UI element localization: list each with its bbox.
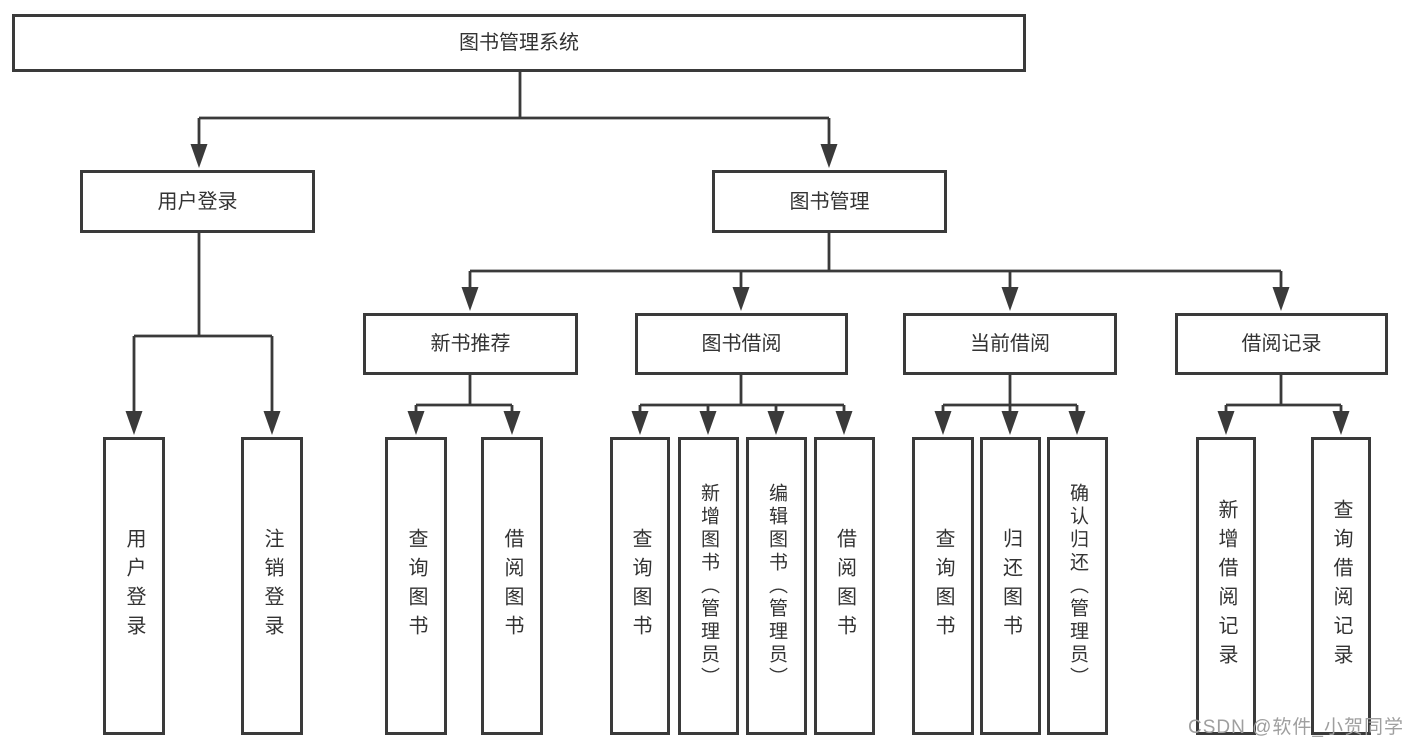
leaf-query-book-2: 查询图书 [610, 437, 670, 735]
connector-book-borrow [638, 375, 846, 413]
arrowhead [263, 411, 281, 435]
node-book-management: 图书管理 [712, 170, 947, 233]
node-borrow-record: 借阅记录 [1175, 313, 1388, 375]
leaf-borrow-book-1: 借阅图书 [481, 437, 543, 735]
leaf-confirm-return-admin: 确认归还（管理员） [1047, 437, 1108, 735]
leaf-add-borrow-record: 新增借阅记录 [1196, 437, 1256, 735]
leaf-query-borrow-record: 查询借阅记录 [1311, 437, 1371, 735]
connector-root [197, 70, 831, 148]
arrowhead [1272, 287, 1290, 311]
leaf-return-book: 归还图书 [980, 437, 1041, 735]
arrowhead [503, 411, 521, 435]
leaf-logout: 注销登录 [241, 437, 303, 735]
node-current-borrow: 当前借阅 [903, 313, 1117, 375]
arrowhead [835, 411, 853, 435]
node-book-borrow: 图书借阅 [635, 313, 848, 375]
connector-borrow-record [1224, 375, 1343, 413]
node-user-login: 用户登录 [80, 170, 315, 233]
arrowhead [190, 144, 208, 168]
arrowhead [125, 411, 143, 435]
arrowhead [1068, 411, 1086, 435]
arrowhead [631, 411, 649, 435]
leaf-query-book-1: 查询图书 [385, 437, 447, 735]
arrowhead [1001, 411, 1019, 435]
arrowhead [461, 287, 479, 311]
arrowhead [767, 411, 785, 435]
leaf-edit-book-admin: 编辑图书（管理员） [746, 437, 807, 735]
leaf-add-book-admin: 新增图书（管理员） [678, 437, 739, 735]
arrowhead [407, 411, 425, 435]
arrowhead [1217, 411, 1235, 435]
arrowhead [820, 144, 838, 168]
csdn-watermark: CSDN @软件_小贺同学 [1188, 717, 1404, 738]
connector-new-book [414, 375, 514, 413]
leaf-borrow-book-2: 借阅图书 [814, 437, 875, 735]
node-library-management-system: 图书管理系统 [12, 14, 1026, 72]
arrowhead [699, 411, 717, 435]
connector-user-login [132, 233, 274, 413]
leaf-user-login: 用户登录 [103, 437, 165, 735]
node-new-book-recommend: 新书推荐 [363, 313, 578, 375]
leaf-query-book-3: 查询图书 [912, 437, 974, 735]
connector-book-management [468, 233, 1283, 291]
arrowhead [1332, 411, 1350, 435]
connector-current-borrow [941, 375, 1079, 413]
arrowhead [934, 411, 952, 435]
arrowhead [1001, 287, 1019, 311]
arrowhead [732, 287, 750, 311]
